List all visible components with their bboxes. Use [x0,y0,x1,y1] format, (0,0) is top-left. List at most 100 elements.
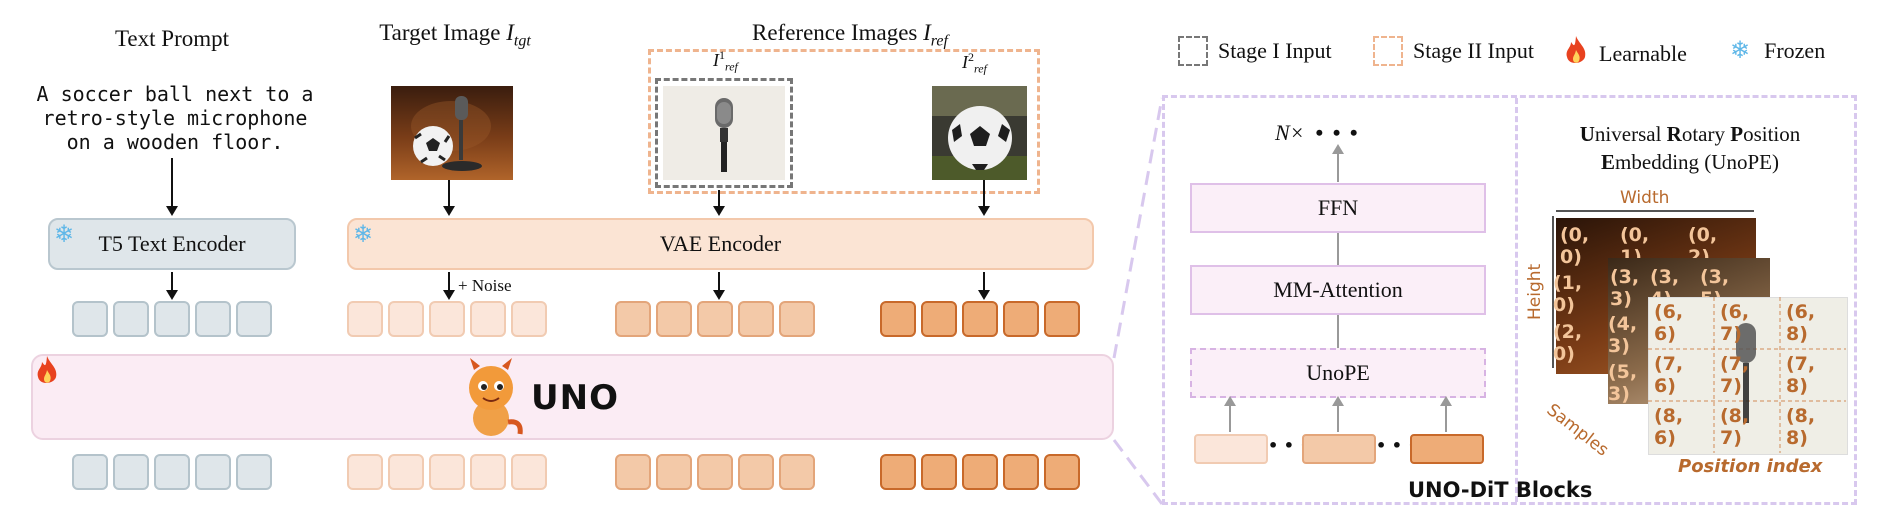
position-index-cell: (6, 7) [1720,301,1750,345]
token-gray [154,301,190,337]
dit-token-dots-1: • • • [1268,436,1310,455]
ref2-label: I2ref [962,50,987,76]
dit-panel-divider [1515,98,1518,502]
t5-frozen-icon: ❄ [54,220,75,248]
legend-stage1: Stage I Input [1178,36,1332,66]
token-orange [1044,454,1080,490]
noise-label: + Noise [458,276,512,295]
token-orange [880,301,916,337]
position-index-cell: (1, 0) [1553,272,1583,316]
token-peach [511,301,547,337]
position-index-cell: (2, 0) [1553,321,1583,365]
token-tan [656,301,692,337]
token-tan [697,301,733,337]
stage1-swatch [1178,36,1208,66]
token-tan [779,301,815,337]
arrow-token-c-up [1440,396,1452,432]
mm-attention-block: MM-Attention [1190,265,1486,315]
fire-icon [36,356,58,390]
dit-token-tan [1302,434,1376,464]
token-gray [195,301,231,337]
token-peach [347,301,383,337]
token-gray [236,454,272,490]
token-peach [388,301,424,337]
target-image-title: Target Image Itgt [379,20,531,50]
uno-model-bar [31,354,1114,440]
position-index-cell: (8, 7) [1720,405,1750,449]
ffn-block: FFN [1190,183,1486,233]
stage2-swatch [1373,36,1403,66]
token-peach [470,454,506,490]
uno-mascot-icon [456,356,526,444]
prompt-line-1: A soccer ball next to a [36,82,314,106]
front-grid-lines [1648,297,1846,453]
text-prompt: A soccer ball next to a retro-style micr… [30,82,320,154]
position-index-cell: (7, 7) [1720,353,1750,397]
position-index-cell: (7, 8) [1786,353,1816,397]
token-gray [236,301,272,337]
token-peach [429,301,465,337]
token-orange [1003,301,1039,337]
position-index-label: Position index [1678,456,1823,477]
legend-stage2: Stage II Input [1373,36,1534,66]
dit-panel-frame [1162,95,1857,505]
token-gray [72,454,108,490]
line-unope-to-attn [1337,315,1339,348]
token-tan [615,301,651,337]
height-label: Height [1525,263,1545,320]
uno-label: UNO [531,378,619,418]
position-index-cell: (6, 8) [1786,301,1816,345]
prompt-line-3: on a wooden floor. [66,130,284,154]
arrow-ref1-to-vae [713,190,725,216]
legend-learnable: Learnable [1565,36,1687,72]
token-tan [738,454,774,490]
token-orange [921,454,957,490]
arrow-token-b-up [1332,396,1344,432]
height-arrow [1552,216,1554,368]
position-index-cell: (5, 3) [1608,361,1638,405]
ref1-label: I1ref [713,48,738,74]
arrow-t5-to-tokens [166,272,178,300]
zoom-connector [1112,97,1164,505]
arrow-ref2-to-vae [978,180,990,216]
reference-image-2 [932,86,1027,180]
arrow-vae-to-ref2-tokens [978,272,990,300]
snowflake-icon: ❄ [1730,38,1751,64]
token-orange [962,454,998,490]
arrow-prompt-to-t5 [166,158,178,216]
prompt-line-2: retro-style microphone [42,106,308,130]
token-peach [511,454,547,490]
arrow-vae-to-target-tokens [443,272,455,300]
token-gray [72,301,108,337]
stage1-input-frame [655,78,793,188]
width-label: Width [1620,188,1670,208]
token-tan [779,454,815,490]
token-tan [656,454,692,490]
vae-encoder: VAE Encoder [347,218,1094,270]
position-index-cell: (6, 6) [1654,301,1684,345]
token-gray [154,454,190,490]
arrow-token-a-up [1224,396,1236,432]
arrow-ffn-up [1332,144,1344,182]
target-image [391,86,513,180]
token-gray [113,454,149,490]
reference-image-1 [663,86,785,180]
position-index-cell: (0, 0) [1560,224,1590,268]
token-gray [113,301,149,337]
position-index-cell: (3, 3) [1610,266,1640,310]
t5-text-encoder: T5 Text Encoder [48,218,296,270]
stage2-input-frame [648,49,1040,194]
position-index-cell: (8, 8) [1786,405,1816,449]
width-arrow [1556,210,1754,212]
fire-icon [1565,36,1587,72]
position-index-cell: (8, 6) [1654,405,1684,449]
unope-block: UnoPE [1190,348,1486,398]
dit-token-orange [1410,434,1484,464]
legend-frozen: ❄ Frozen [1730,37,1826,65]
token-orange [1044,301,1080,337]
token-orange [962,301,998,337]
token-orange [880,454,916,490]
dit-title: UNO-DiT Blocks [1408,478,1593,502]
reference-images-title: Reference Images Iref [752,20,948,50]
token-peach [347,454,383,490]
